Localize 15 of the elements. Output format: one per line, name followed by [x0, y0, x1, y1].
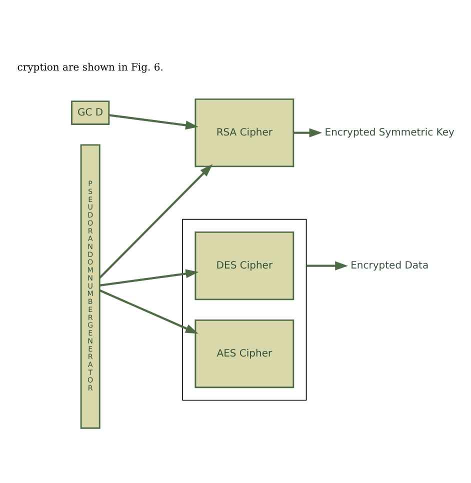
arrow	[100, 269, 199, 286]
node-box: GC D	[71, 100, 110, 125]
arrow	[98, 164, 213, 279]
arrow	[306, 261, 348, 270]
arrow	[294, 128, 322, 138]
node-box: P S E U D O R A N D O M N U M B E R G E N E R A T O R	[80, 144, 100, 429]
node-box: DES Cipher	[194, 232, 294, 300]
node-box: RSA Cipher	[194, 98, 294, 168]
node-text: Encrypted Symmetric Key	[324, 127, 454, 138]
arrow	[99, 289, 198, 334]
label: cryption are shown in Fig. 6.	[17, 62, 164, 74]
node-box: AES Cipher	[194, 319, 294, 388]
arrow	[109, 114, 198, 130]
cluster	[182, 218, 307, 401]
node-text: Encrypted Data	[350, 260, 429, 272]
